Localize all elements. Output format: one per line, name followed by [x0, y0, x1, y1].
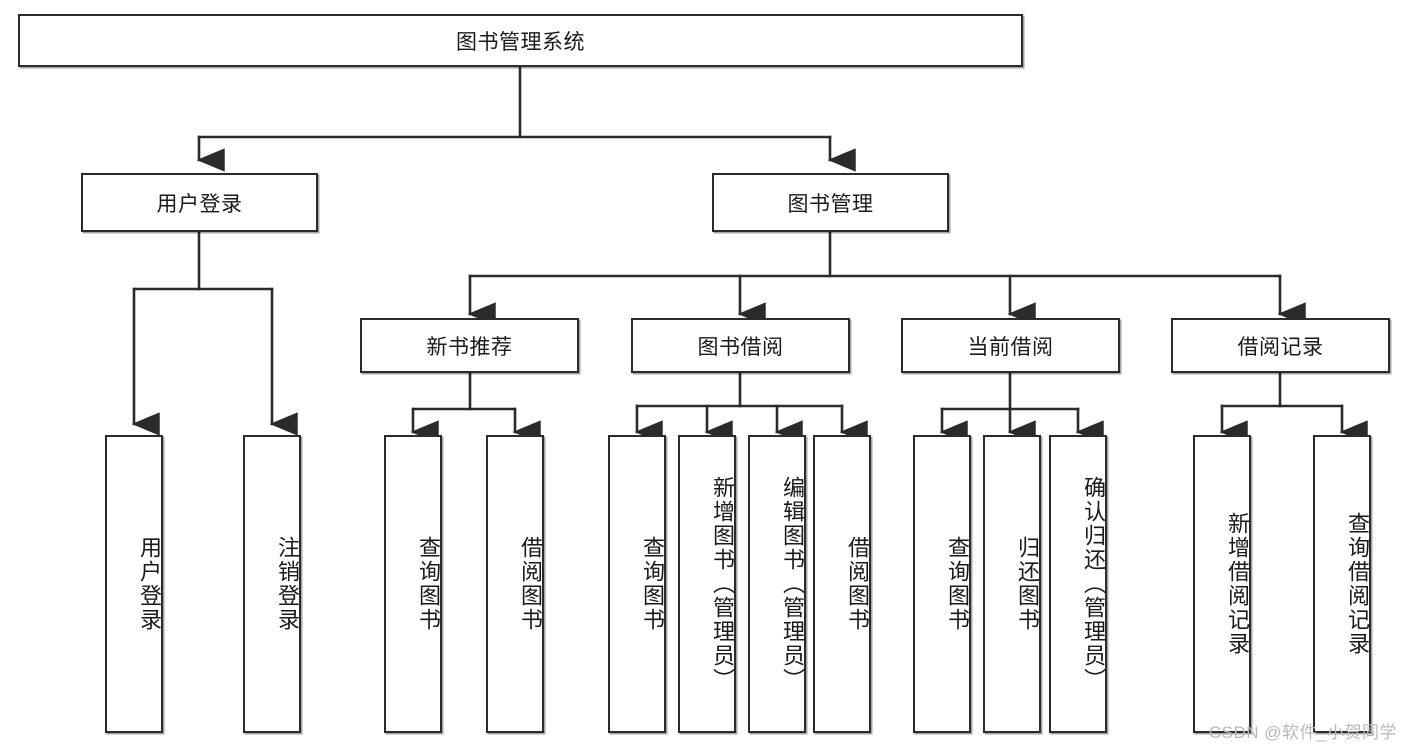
node-new-book-recommend[interactable]: 新书推荐	[360, 318, 579, 373]
node-root[interactable]: 图书管理系统	[18, 14, 1023, 67]
leaf-label: 借阅图书	[518, 536, 543, 632]
leaf-label: 查询图书	[416, 536, 441, 632]
leaf-query-book-1[interactable]: 查询图书	[384, 435, 442, 733]
leaf-confirm-return[interactable]: 确认归还（管理员）	[1049, 435, 1107, 733]
node-borrow-record[interactable]: 借阅记录	[1171, 318, 1390, 373]
watermark: CSDN @软件_小贺同学	[1208, 723, 1397, 742]
leaf-label: 新增图书（管理员）	[710, 476, 735, 692]
leaf-label: 归还图书	[1015, 536, 1040, 632]
leaf-add-record[interactable]: 新增借阅记录	[1193, 435, 1251, 733]
leaf-label: 查询借阅记录	[1345, 512, 1370, 656]
leaf-label: 查询图书	[640, 536, 665, 632]
leaf-borrow-book-1[interactable]: 借阅图书	[486, 435, 544, 733]
leaf-edit-book[interactable]: 编辑图书（管理员）	[748, 435, 806, 733]
leaf-query-book-3[interactable]: 查询图书	[913, 435, 971, 733]
leaf-query-book-2[interactable]: 查询图书	[608, 435, 666, 733]
leaf-logout-login[interactable]: 注销登录	[243, 435, 301, 733]
node-book-borrow[interactable]: 图书借阅	[631, 318, 850, 373]
leaf-label: 确认归还（管理员）	[1081, 476, 1106, 692]
leaf-label: 借阅图书	[845, 536, 870, 632]
node-current-borrow[interactable]: 当前借阅	[901, 318, 1120, 373]
node-user-login[interactable]: 用户登录	[81, 173, 318, 232]
leaf-borrow-book-2[interactable]: 借阅图书	[813, 435, 871, 733]
leaf-label: 查询图书	[945, 536, 970, 632]
leaf-return-book[interactable]: 归还图书	[983, 435, 1041, 733]
leaf-add-book[interactable]: 新增图书（管理员）	[678, 435, 736, 733]
leaf-label: 注销登录	[275, 536, 300, 632]
leaf-user-login[interactable]: 用户登录	[105, 435, 163, 733]
leaf-label: 新增借阅记录	[1225, 512, 1250, 656]
leaf-label: 编辑图书（管理员）	[780, 476, 805, 692]
leaf-label: 用户登录	[137, 536, 162, 632]
node-book-management[interactable]: 图书管理	[712, 173, 949, 232]
leaf-query-record[interactable]: 查询借阅记录	[1313, 435, 1371, 733]
